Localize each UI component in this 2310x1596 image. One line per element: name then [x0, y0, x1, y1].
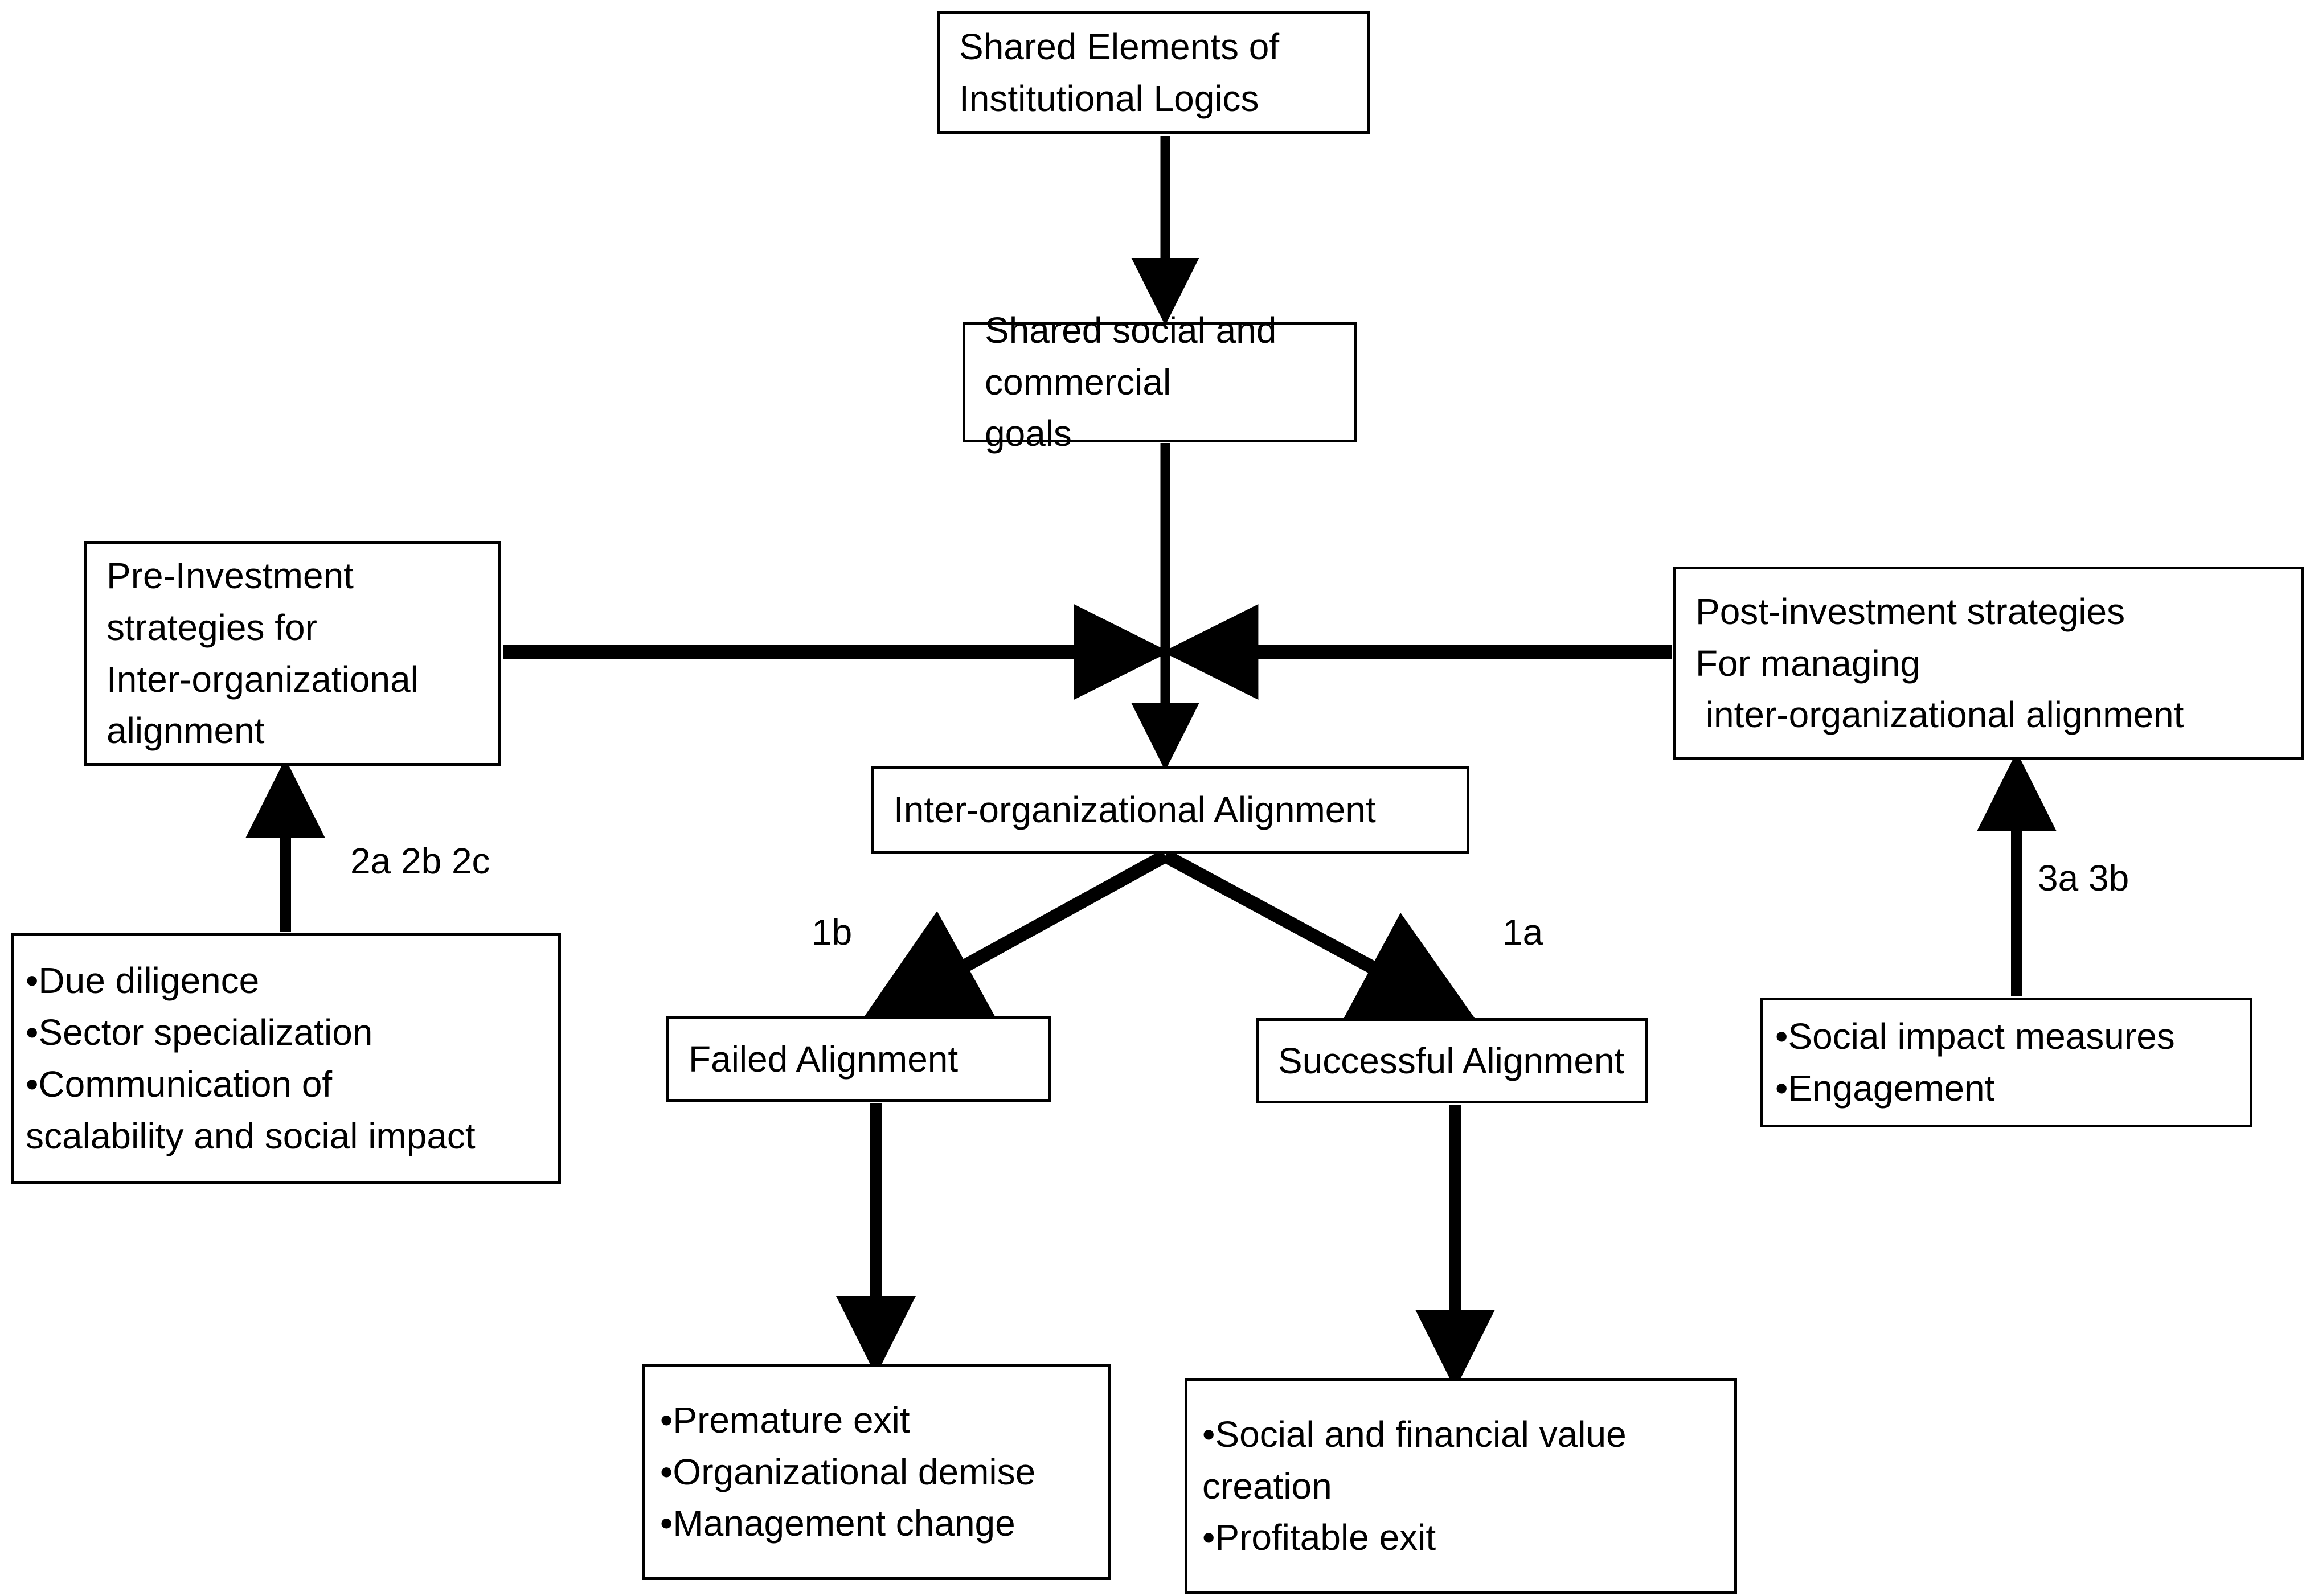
node-pre-investment-line-4: alignment — [107, 710, 265, 752]
list-item: •Premature exit — [660, 1399, 910, 1441]
list-item: •Engagement — [1775, 1068, 1995, 1109]
node-shared-elements-line-2: Institutional Logics — [959, 77, 1259, 119]
node-failed-outcomes[interactable]: •Premature exit •Organizational demise •… — [642, 1364, 1111, 1580]
node-pre-investment-line-2: strategies for — [107, 606, 317, 648]
node-shared-goals[interactable]: Shared social and commercial goals — [962, 310, 1357, 454]
list-item: •Social impact measures — [1775, 1016, 2175, 1057]
edge-label-failed: 1b — [812, 912, 853, 953]
node-shared-goals-line-1: Shared social and — [985, 309, 1277, 351]
edge-label-successful: 1a — [1502, 912, 1543, 953]
node-successful-outcomes[interactable]: •Social and financial value creation •Pr… — [1185, 1378, 1737, 1594]
node-alignment-label: Inter-organizational Alignment — [894, 789, 1376, 831]
node-shared-goals-line-3: goals — [985, 413, 1072, 454]
node-shared-goals-line-2: commercial — [985, 361, 1172, 403]
node-post-investment-strategies[interactable]: Post-investment strategies For managing … — [1673, 567, 2304, 760]
edge-alignment-to-failed — [859, 850, 1169, 1024]
list-item: •Organizational demise — [660, 1451, 1036, 1492]
node-inter-organizational-alignment[interactable]: Inter-organizational Alignment — [871, 766, 1469, 854]
node-pre-investment-strategies[interactable]: Pre-Investment strategies for Inter-orga… — [84, 541, 501, 766]
edge-alignment-to-successful — [1162, 850, 1480, 1025]
node-failed-alignment-label: Failed Alignment — [689, 1038, 959, 1080]
node-shared-elements-line-1: Shared Elements of — [959, 26, 1280, 67]
node-shared-elements[interactable]: Shared Elements of Institutional Logics — [937, 11, 1370, 134]
list-item: •Due diligence — [26, 960, 260, 1002]
node-pre-investment-line-3: Inter-organizational — [107, 658, 419, 700]
node-successful-alignment[interactable]: Successful Alignment — [1256, 1018, 1648, 1103]
edge-label-post-investment: 3a 3b — [2038, 858, 2129, 898]
list-item: •Social and financial value creation — [1202, 1413, 1627, 1507]
list-item: •Communication of scalability and social… — [26, 1064, 476, 1156]
node-post-investment-line-2: For managing — [1695, 642, 1920, 684]
list-item: •Management change — [660, 1503, 1015, 1544]
node-pre-investment-bullets[interactable]: •Due diligence •Sector specialization •C… — [11, 933, 561, 1184]
node-successful-alignment-label: Successful Alignment — [1278, 1040, 1625, 1081]
list-item: •Sector specialization — [26, 1012, 373, 1053]
node-post-investment-bullets[interactable]: •Social impact measures •Engagement — [1760, 998, 2252, 1127]
node-post-investment-line-3: inter-organizational alignment — [1695, 694, 2184, 736]
list-item: •Profitable exit — [1202, 1517, 1436, 1558]
node-pre-investment-line-1: Pre-Investment — [107, 555, 354, 596]
edge-label-pre-investment: 2a 2b 2c — [350, 840, 490, 881]
node-failed-alignment[interactable]: Failed Alignment — [666, 1016, 1051, 1102]
node-post-investment-line-1: Post-investment strategies — [1695, 590, 2125, 632]
